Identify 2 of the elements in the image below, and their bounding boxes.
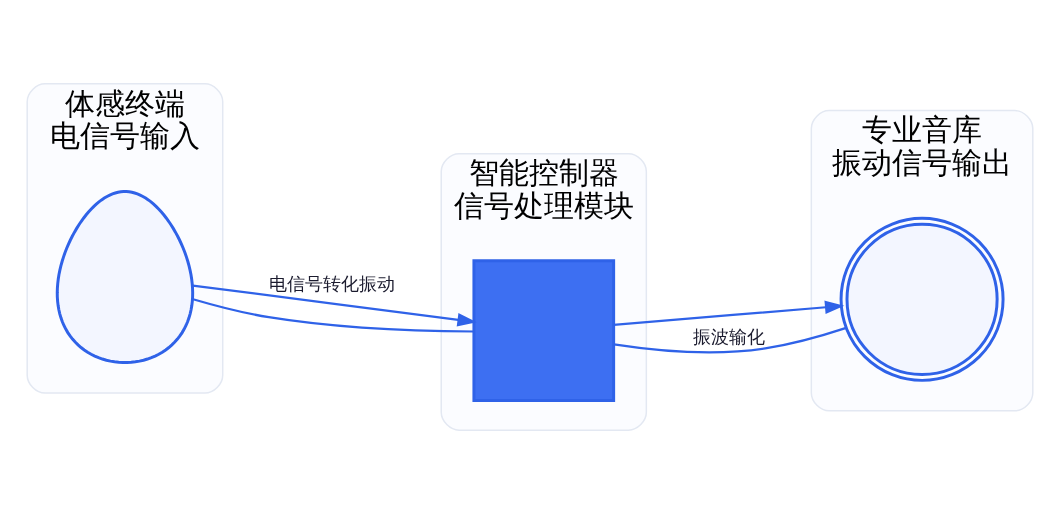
edge-label: 振波输化	[692, 325, 765, 347]
edge-label: 电信号转化振动	[268, 272, 395, 294]
